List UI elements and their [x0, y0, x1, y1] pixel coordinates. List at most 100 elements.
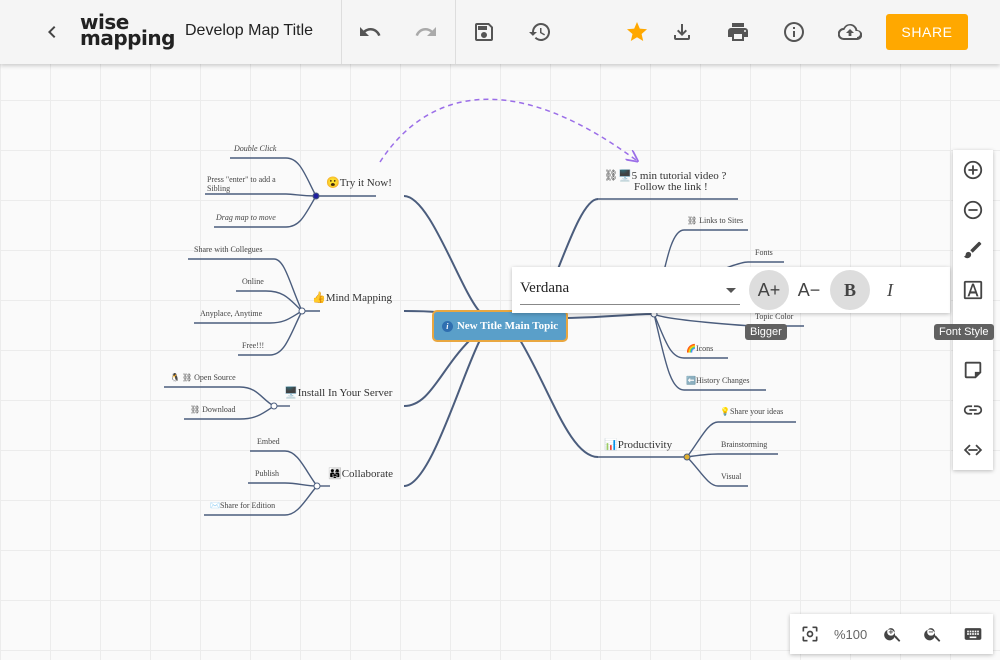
link-icon [963, 405, 983, 415]
topic-color-button[interactable] [953, 230, 993, 270]
redo-button[interactable] [406, 12, 446, 52]
subtopic-visual[interactable]: Visual [721, 472, 742, 481]
zoom-in-button[interactable] [873, 614, 913, 654]
app-header: wise mapping Develop Map Title SHARE [0, 0, 1000, 64]
print-button[interactable] [718, 12, 758, 52]
subtopic-history[interactable]: ⬅️History Changes [686, 376, 750, 385]
emoji-mind-mapping: 👍 [312, 292, 326, 304]
zoom-in-icon [884, 628, 901, 642]
emoji-rainbow: 🌈 [686, 344, 696, 353]
subtopic-share-edition[interactable]: ✉️Share for Edition [210, 501, 275, 510]
connection-lines [164, 98, 804, 516]
topic-install[interactable]: 🖥️Install In Your Server [284, 386, 392, 399]
emoji-penguin: 🐧 [170, 373, 180, 382]
undo-button[interactable] [350, 12, 390, 52]
emoji-install: 🖥️ [284, 387, 298, 399]
central-topic[interactable]: i New Title Main Topic [432, 310, 568, 342]
subtopic-free[interactable]: Free!!! [242, 341, 265, 350]
share-button[interactable]: SHARE [886, 14, 968, 50]
add-note-button[interactable] [953, 350, 993, 390]
history-label: History Changes [695, 376, 750, 385]
center-focus-icon [802, 626, 818, 642]
divider [341, 0, 342, 64]
font-smaller-button[interactable]: A− [797, 279, 821, 300]
tutorial-line2: Follow the link ! [634, 181, 708, 193]
topic-productivity[interactable]: 📊Productivity [604, 438, 672, 451]
topic-tutorial[interactable]: ⛓🖥️5 min tutorial video ? Follow the lin… [604, 171, 726, 193]
add-relationship-button[interactable] [953, 430, 993, 470]
keyboard-icon [964, 628, 982, 640]
subtopic-online[interactable]: Online [242, 277, 264, 286]
remove-topic-icon [963, 200, 983, 220]
font-style-icon [963, 280, 983, 300]
font-style-toolbar: Verdana A+ A− B I [512, 267, 950, 313]
font-style-button[interactable] [953, 270, 993, 310]
keyboard-shortcuts-button[interactable] [953, 614, 993, 654]
relationship-arrow [379, 98, 636, 162]
subtopic-embed[interactable]: Embed [257, 437, 280, 446]
italic-button[interactable]: I [887, 279, 893, 300]
subtopic-drag-map[interactable]: Drag map to move [216, 213, 276, 222]
topic-collaborate[interactable]: 👨‍👩‍👧Collaborate [328, 467, 393, 480]
font-bigger-button[interactable]: A+ [749, 270, 789, 310]
download-icon [674, 24, 690, 40]
link-icon: ⛓ [687, 216, 698, 225]
subtopic-download[interactable]: ⛓ Download [190, 405, 235, 414]
paint-brush-icon [963, 241, 982, 259]
subtopic-double-click[interactable]: Double Click [234, 144, 277, 153]
back-button[interactable] [32, 12, 72, 52]
map-title[interactable]: Develop Map Title [185, 22, 314, 39]
zoom-level: %100 [834, 627, 868, 642]
note-icon [964, 361, 982, 379]
add-link-button[interactable] [953, 390, 993, 430]
share-edition-label: Share for Edition [219, 501, 276, 510]
link-icon: ⛓ [190, 405, 201, 414]
emoji-tutorial: 🖥️ [617, 170, 632, 182]
arrow-back-icon [48, 26, 56, 38]
zoom-toolbar [790, 614, 993, 654]
subtopic-fonts[interactable]: Fonts [755, 248, 773, 257]
info-button[interactable] [774, 12, 814, 52]
subtopic-brainstorming[interactable]: Brainstorming [721, 440, 768, 449]
star-button[interactable] [617, 12, 657, 52]
zoom-out-button[interactable] [913, 614, 953, 654]
font-family-select[interactable]: Verdana [520, 275, 740, 305]
subtopic-publish[interactable]: Publish [255, 469, 280, 478]
save-button[interactable] [464, 12, 504, 52]
history-button[interactable] [520, 12, 560, 52]
bold-button[interactable]: B [830, 270, 870, 310]
icons-label: Icons [695, 344, 714, 353]
redo-icon [415, 27, 436, 36]
subtopic-links-sites[interactable]: ⛓ Links to Sites [687, 216, 743, 225]
wisemapping-logo[interactable]: wise mapping [80, 10, 175, 48]
zoom-out-icon [924, 628, 941, 642]
bigger-tooltip: Bigger [745, 324, 787, 340]
emoji-try-it: 😮 [326, 177, 340, 189]
press-enter-line2: Sibling [207, 184, 231, 193]
font-family-value: Verdana [520, 280, 570, 296]
subtopic-topic-color[interactable]: Topic Color [755, 312, 794, 321]
mindmap-canvas[interactable]: 😮Try it Now! Double Click Press "enter" … [0, 64, 1000, 660]
fit-screen-button[interactable] [790, 614, 830, 654]
subtopic-icons[interactable]: 🌈Icons [686, 344, 713, 353]
publish-button[interactable] [830, 12, 870, 52]
topic-mind-mapping[interactable]: 👍Mind Mapping [312, 291, 392, 304]
remove-topic-button[interactable] [953, 190, 993, 230]
add-topic-icon [963, 160, 983, 180]
cloud-upload-icon [838, 23, 862, 41]
subtopic-share-ideas[interactable]: 💡Share your ideas [720, 407, 783, 416]
relationship-icon [963, 444, 983, 456]
download-label: Download [202, 405, 236, 414]
subtopic-open-source[interactable]: 🐧 ⛓ Open Source [170, 373, 236, 382]
add-topic-button[interactable] [953, 150, 993, 190]
download-button[interactable] [662, 12, 702, 52]
font-style-tooltip: Font Style [934, 324, 994, 340]
topic-install-label: Install In Your Server [297, 387, 393, 399]
logo-line1: wise [80, 10, 129, 34]
subtopic-share-colleagues[interactable]: Share with Collegues [194, 245, 263, 254]
emoji-collaborate: 👨‍👩‍👧 [328, 468, 342, 480]
press-enter-line1: Press "enter" to add a [207, 175, 276, 184]
topic-try-it[interactable]: 😮Try it Now! [326, 176, 392, 189]
subtopic-anyplace[interactable]: Anyplace, Anytime [200, 309, 263, 318]
